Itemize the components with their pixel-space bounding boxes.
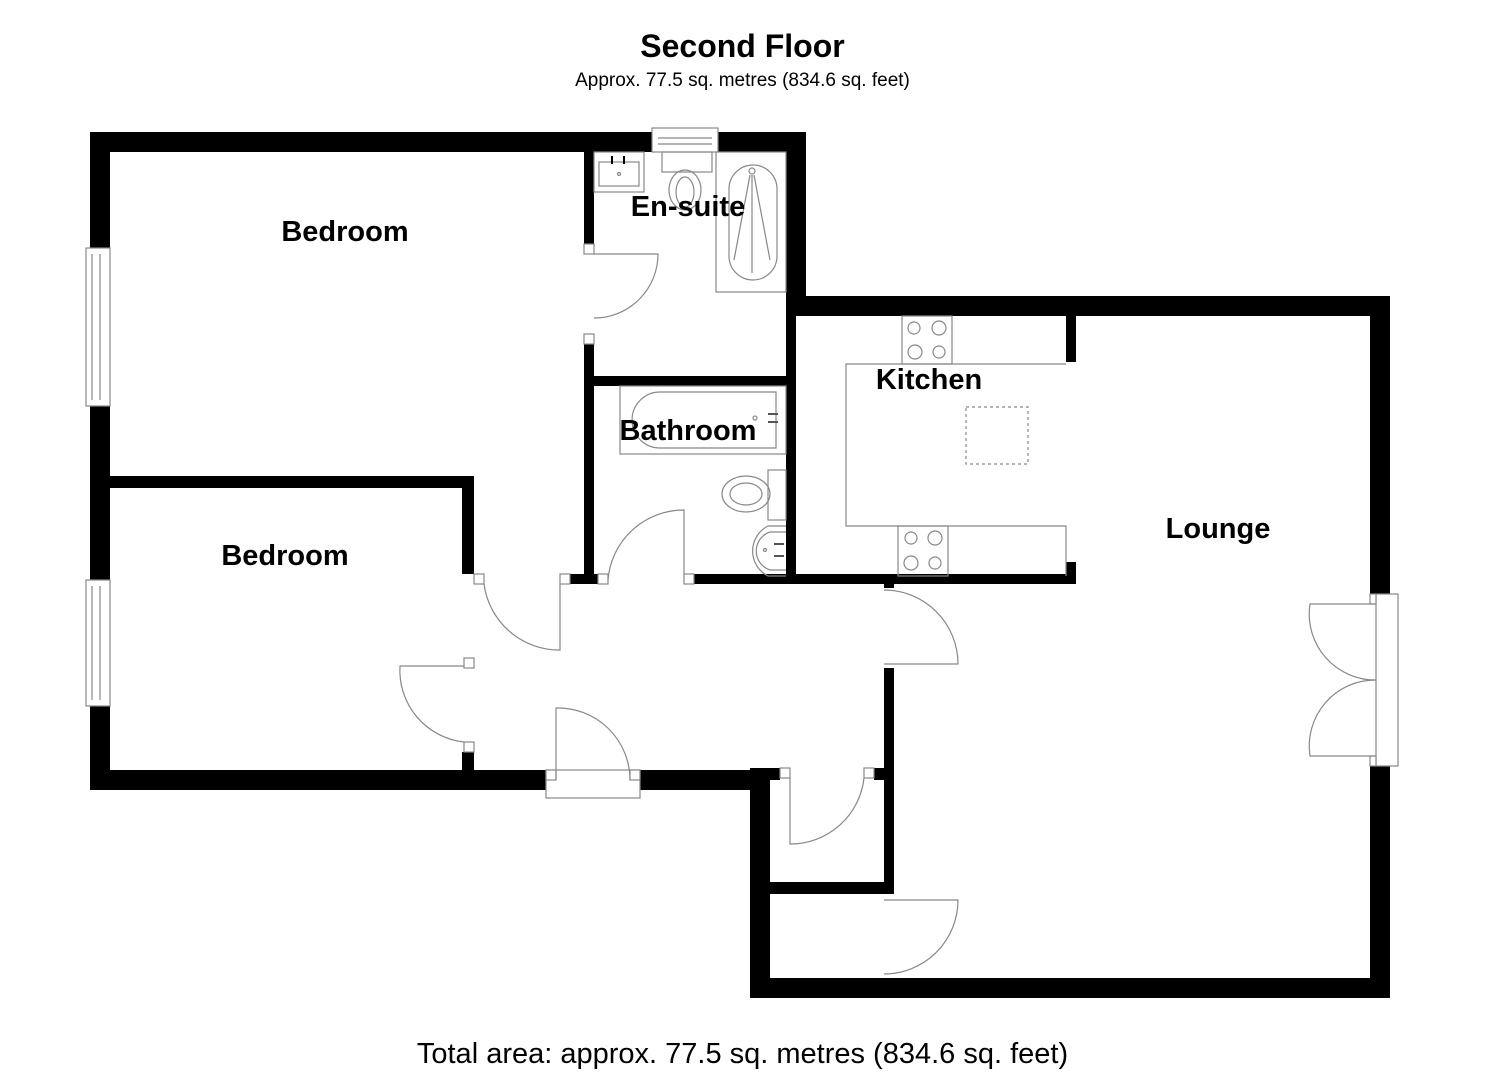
door-bedroom-1[interactable] <box>473 573 571 651</box>
kitchen-island-dashed <box>965 406 1029 465</box>
door-en-suite[interactable] <box>583 243 659 345</box>
door-bedroom-2[interactable] <box>399 657 475 753</box>
floor-title: Second Floor <box>640 28 845 64</box>
window-bedroom-1 <box>85 247 111 407</box>
french-doors-lounge[interactable] <box>1308 593 1399 767</box>
room-label-bedroom-2: Bedroom <box>221 540 348 572</box>
door-bathroom[interactable] <box>597 509 695 585</box>
hob-top-icon <box>901 315 953 365</box>
door-storage-2[interactable] <box>883 899 959 975</box>
window-bedroom-2 <box>85 579 111 707</box>
en-suite-basin-icon <box>593 151 645 193</box>
room-label-bathroom: Bathroom <box>620 415 757 447</box>
floor-area-subtitle: Approx. 77.5 sq. metres (834.6 sq. feet) <box>575 70 910 91</box>
bathroom-toilet-icon <box>721 469 787 521</box>
room-label-kitchen: Kitchen <box>876 364 982 396</box>
window-en-suite <box>651 127 719 153</box>
total-area: Total area: approx. 77.5 sq. metres (834… <box>416 1038 1069 1070</box>
hob-bottom-icon <box>897 525 949 577</box>
walls <box>90 132 1390 998</box>
room-label-lounge: Lounge <box>1166 513 1271 545</box>
door-front-entrance[interactable] <box>545 707 641 799</box>
en-suite-shower-icon <box>715 151 787 293</box>
bathroom-basin-icon <box>752 525 786 577</box>
door-lounge[interactable] <box>883 589 959 665</box>
bathtub-icon <box>619 385 787 455</box>
room-label-bedroom-1: Bedroom <box>281 216 408 248</box>
room-label-en-suite: En-suite <box>631 191 745 223</box>
en-suite-toilet-icon <box>661 151 713 211</box>
door-storage-1[interactable] <box>779 767 875 845</box>
